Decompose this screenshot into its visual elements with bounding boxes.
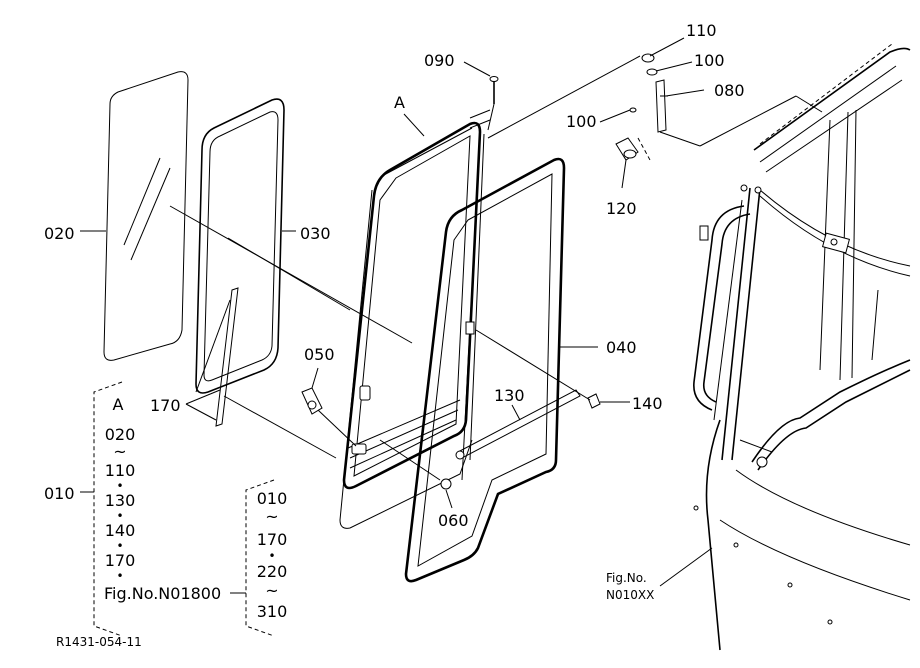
group2-item: ~ — [265, 507, 278, 526]
cab-body — [659, 43, 911, 651]
label-020: 020 — [44, 224, 75, 243]
rod-130 — [455, 389, 581, 460]
seal-frame-030 — [195, 98, 351, 394]
group2-item: 310 — [257, 602, 288, 621]
group2-item: 010 — [257, 489, 288, 508]
door-frame-a — [339, 109, 491, 529]
label-170: 170 — [150, 396, 181, 415]
group1-item: • — [116, 569, 123, 583]
group1-item: 020 — [105, 425, 136, 444]
group1-item: 130 — [105, 491, 136, 510]
drawing-reference: R1431-054-11 — [56, 635, 142, 649]
label-100-mid: 100 — [566, 112, 597, 131]
group2-item: 170 — [257, 530, 288, 549]
leader-lines — [80, 37, 705, 594]
group1-item: • — [116, 539, 123, 553]
label-130: 130 — [494, 386, 525, 405]
label-100-top: 100 — [694, 51, 725, 70]
group2-item: • — [268, 549, 275, 563]
fig-note-line1: Fig.No. — [606, 571, 647, 585]
group2-item: ~ — [265, 581, 278, 600]
hardware-parts — [301, 53, 823, 490]
part-labels: 110 100 090 080 100 A 120 020 030 050 04… — [44, 21, 745, 530]
group1-item: 170 — [105, 551, 136, 570]
group2-list: 010 ~ 170 • 220 ~ 310 — [257, 489, 288, 621]
group1-figref: Fig.No.N01800 — [104, 584, 221, 603]
label-140: 140 — [632, 394, 663, 413]
group1-list: A 020 ~ 110 • 130 • 140 • 170 • — [105, 395, 136, 583]
label-110: 110 — [686, 21, 717, 40]
fig-note-line2: N010XX — [606, 588, 654, 602]
group1-item: 110 — [105, 461, 136, 480]
bracket-group2 — [245, 479, 275, 637]
group1-item: ~ — [113, 442, 126, 461]
group1-item: A — [113, 395, 124, 414]
glass-panel-020 — [103, 71, 413, 361]
group2-item: 220 — [257, 562, 288, 581]
label-080: 080 — [714, 81, 745, 100]
label-040: 040 — [606, 338, 637, 357]
group1-item: 140 — [105, 521, 136, 540]
label-030: 030 — [300, 224, 331, 243]
bracket-group1 — [93, 381, 123, 637]
group1-item: • — [116, 509, 123, 523]
label-090: 090 — [424, 51, 455, 70]
door-frame-040 — [404, 133, 566, 583]
label-010: 010 — [44, 484, 75, 503]
label-120: 120 — [606, 199, 637, 218]
label-050: 050 — [304, 345, 335, 364]
label-a: A — [394, 93, 405, 112]
label-060: 060 — [438, 511, 469, 530]
group1-item: • — [116, 479, 123, 493]
channel-strip-170 — [195, 287, 337, 459]
